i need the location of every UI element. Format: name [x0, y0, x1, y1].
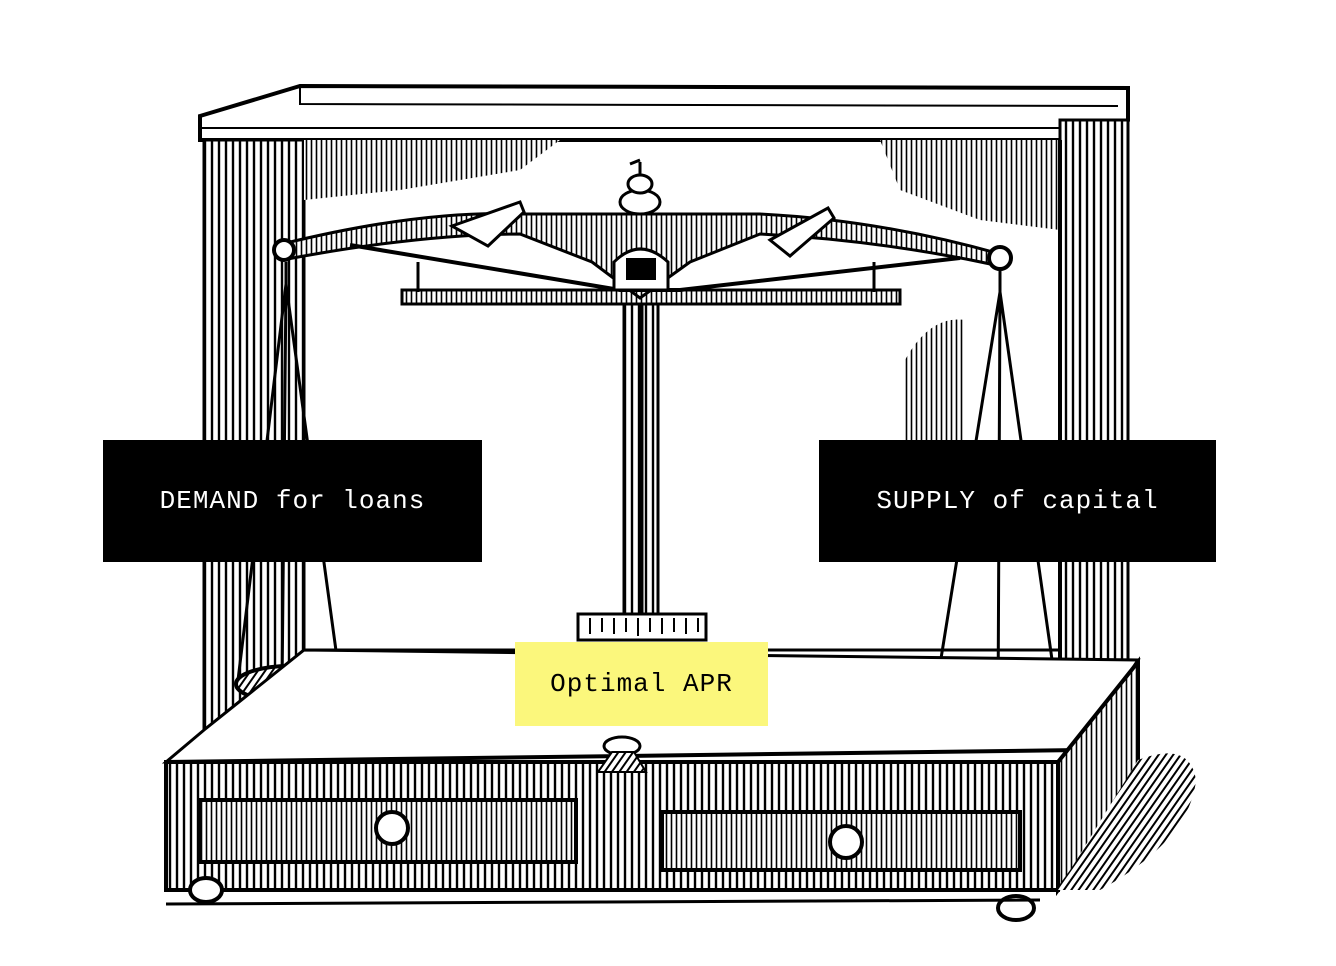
optimal-apr-label: Optimal APR	[515, 642, 768, 726]
right-glass-pane	[1058, 118, 1130, 662]
scale-stand	[272, 158, 1013, 642]
left-drawer-knob	[374, 810, 410, 846]
right-drawer-knob	[828, 824, 864, 860]
demand-label: DEMAND for loans	[103, 440, 482, 562]
index-plate	[576, 612, 708, 642]
supply-label: SUPPLY of capital	[819, 440, 1216, 562]
right-drawer	[660, 810, 1022, 872]
left-foot	[188, 876, 224, 904]
right-foot	[996, 894, 1036, 922]
left-glass-pane	[202, 138, 306, 732]
